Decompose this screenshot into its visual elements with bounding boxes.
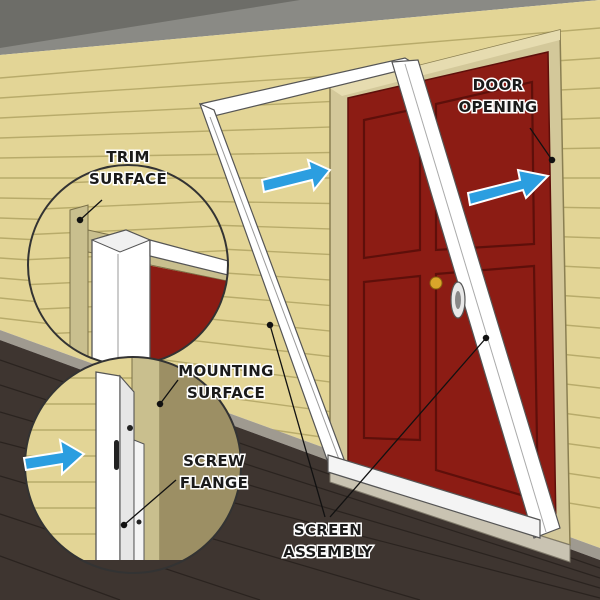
inset-flange-detail (24, 356, 242, 574)
svg-text:MOUNTING: MOUNTING (178, 362, 274, 380)
arrow-right-icon (260, 158, 332, 194)
label-mounting-surface: MOUNTING SURFACE (177, 361, 275, 404)
svg-text:SCREEN: SCREEN (294, 521, 362, 539)
label-screen-assembly: SCREEN ASSEMBLY (282, 520, 375, 563)
svg-text:SURFACE: SURFACE (89, 170, 167, 188)
svg-text:SCREW: SCREW (183, 452, 245, 470)
svg-text:TRIM: TRIM (106, 148, 150, 166)
svg-text:FLANGE: FLANGE (180, 474, 248, 492)
label-trim-surface: TRIM SURFACE (87, 147, 168, 190)
screen-assembly-frame (198, 57, 561, 539)
arrow-right-icon (466, 168, 551, 207)
arrow-right-icon (22, 438, 86, 477)
svg-text:OPENING: OPENING (458, 98, 537, 116)
label-screw-flange: SCREW FLANGE (178, 451, 249, 494)
svg-text:ASSEMBLY: ASSEMBLY (283, 543, 373, 561)
svg-text:SURFACE: SURFACE (187, 384, 265, 402)
svg-text:DOOR: DOOR (473, 76, 524, 94)
leader-lines (76, 127, 556, 529)
inset-trim-detail (27, 164, 229, 366)
label-door-opening: DOOR OPENING (457, 75, 539, 118)
